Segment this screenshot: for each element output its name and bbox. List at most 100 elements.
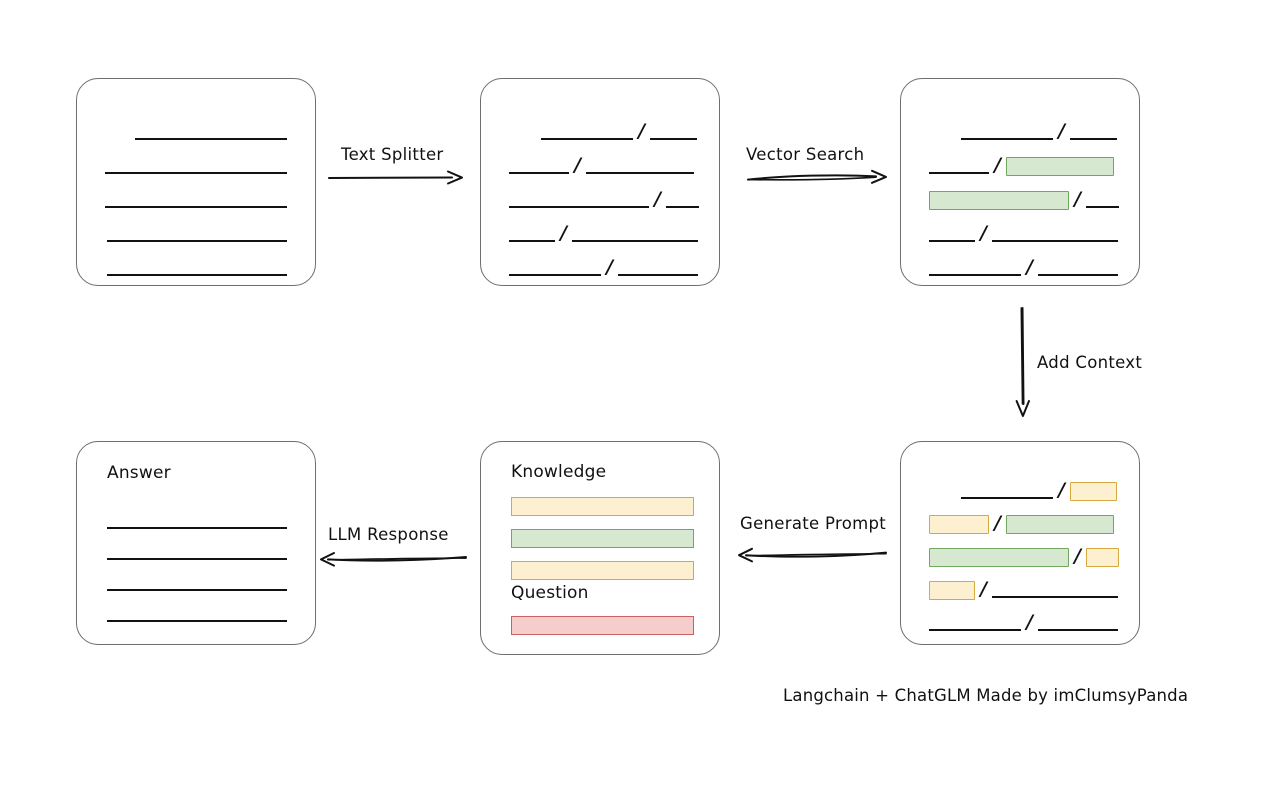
segment-separator: /: [980, 578, 987, 600]
text-rule: [649, 138, 697, 140]
highlighted-chunk-green: [1005, 514, 1114, 534]
highlighted-chunk-yellow: [929, 514, 989, 534]
text-rule: [107, 527, 287, 529]
answer-lines: [77, 442, 315, 644]
document-line: [107, 603, 287, 625]
segment-separator: /: [994, 154, 1001, 176]
segment-separator: /: [606, 256, 613, 278]
card-source-document[interactable]: [76, 78, 316, 286]
text-rule: [617, 274, 698, 276]
document-line: [107, 223, 287, 245]
text-rule: [509, 274, 601, 276]
segment-separator: /: [1026, 611, 1033, 633]
segment-separator: /: [654, 188, 661, 210]
document-line: /: [929, 612, 1118, 634]
text-rule: [929, 240, 975, 242]
card-answer[interactable]: Answer: [76, 441, 316, 645]
card-search-result[interactable]: / / / / /: [900, 78, 1140, 286]
text-rule: [585, 172, 694, 174]
arrow-label-text-splitter: Text Splitter: [341, 145, 444, 164]
document-line: /: [509, 257, 698, 279]
document-line: /: [509, 189, 699, 211]
text-rule: [1037, 629, 1118, 631]
highlighted-chunk-yellow: [929, 580, 975, 600]
document-line: /: [509, 155, 694, 177]
knowledge-bar-3: [511, 561, 694, 580]
document-line: [107, 572, 287, 594]
document-line: [135, 121, 287, 143]
document-line: [105, 155, 287, 177]
text-rule: [929, 172, 989, 174]
split-document-lines: / / / / /: [481, 79, 719, 285]
card-context-added[interactable]: / / / / /: [900, 441, 1140, 645]
text-rule: [509, 240, 555, 242]
text-rule: [961, 497, 1053, 499]
document-line: /: [929, 513, 1114, 535]
arrow-label-add-context: Add Context: [1037, 353, 1143, 372]
arrow-generate-prompt-line: [738, 547, 887, 563]
credit-text: Langchain + ChatGLM Made by imClumsyPand…: [783, 686, 1189, 705]
text-rule: [107, 620, 287, 622]
source-document-lines: [77, 79, 315, 285]
arrow-label-vector-search: Vector Search: [746, 145, 865, 164]
segment-separator: /: [638, 120, 645, 142]
text-rule: [107, 240, 287, 242]
text-rule: [991, 596, 1118, 598]
text-rule: [929, 274, 1021, 276]
segment-separator: /: [560, 222, 567, 244]
segment-separator: /: [1058, 479, 1065, 501]
document-line: /: [929, 546, 1119, 568]
text-rule: [135, 138, 287, 140]
text-rule: [105, 172, 287, 174]
question-heading: Question: [511, 583, 589, 603]
segment-separator: /: [1026, 256, 1033, 278]
highlighted-chunk-yellow: [1069, 481, 1117, 501]
document-line: [107, 510, 287, 532]
document-line: /: [929, 155, 1114, 177]
text-rule: [105, 206, 287, 208]
document-line: /: [929, 223, 1118, 245]
document-line: /: [541, 121, 697, 143]
highlighted-chunk-green: [929, 547, 1069, 567]
document-line: /: [929, 579, 1118, 601]
text-rule: [929, 629, 1021, 631]
highlighted-chunk-yellow: [1085, 547, 1119, 567]
search-result-lines: / / / / /: [901, 79, 1139, 285]
knowledge-bar-1: [511, 497, 694, 516]
knowledge-bar-2: [511, 529, 694, 548]
text-rule: [1085, 206, 1119, 208]
text-rule: [107, 558, 287, 560]
document-line: /: [961, 121, 1117, 143]
knowledge-heading: Knowledge: [511, 462, 607, 482]
text-rule: [1069, 138, 1117, 140]
highlighted-chunk-green: [929, 190, 1069, 210]
document-line: /: [929, 257, 1118, 279]
text-rule: [541, 138, 633, 140]
context-added-lines: / / / / /: [901, 442, 1139, 644]
arrow-label-generate-prompt: Generate Prompt: [740, 514, 886, 533]
text-rule: [509, 172, 569, 174]
answer-heading: Answer: [107, 463, 171, 483]
segment-separator: /: [980, 222, 987, 244]
arrow-vector-search-line: [747, 169, 887, 184]
document-line: /: [961, 480, 1117, 502]
text-rule: [509, 206, 649, 208]
highlighted-chunk-green: [1005, 156, 1114, 176]
segment-separator: /: [994, 512, 1001, 534]
segment-separator: /: [1058, 120, 1065, 142]
document-line: /: [929, 189, 1119, 211]
segment-separator: /: [574, 154, 581, 176]
card-split-document[interactable]: / / / / /: [480, 78, 720, 286]
document-line: /: [509, 223, 698, 245]
text-rule: [961, 138, 1053, 140]
segment-separator: /: [1074, 188, 1081, 210]
question-bar-1: [511, 616, 694, 635]
text-rule: [107, 589, 287, 591]
card-prompt[interactable]: Knowledge Question: [480, 441, 720, 655]
document-line: [105, 189, 287, 211]
text-rule: [1037, 274, 1118, 276]
segment-separator: /: [1074, 545, 1081, 567]
arrow-text-splitter-line: [328, 170, 463, 185]
text-rule: [571, 240, 698, 242]
